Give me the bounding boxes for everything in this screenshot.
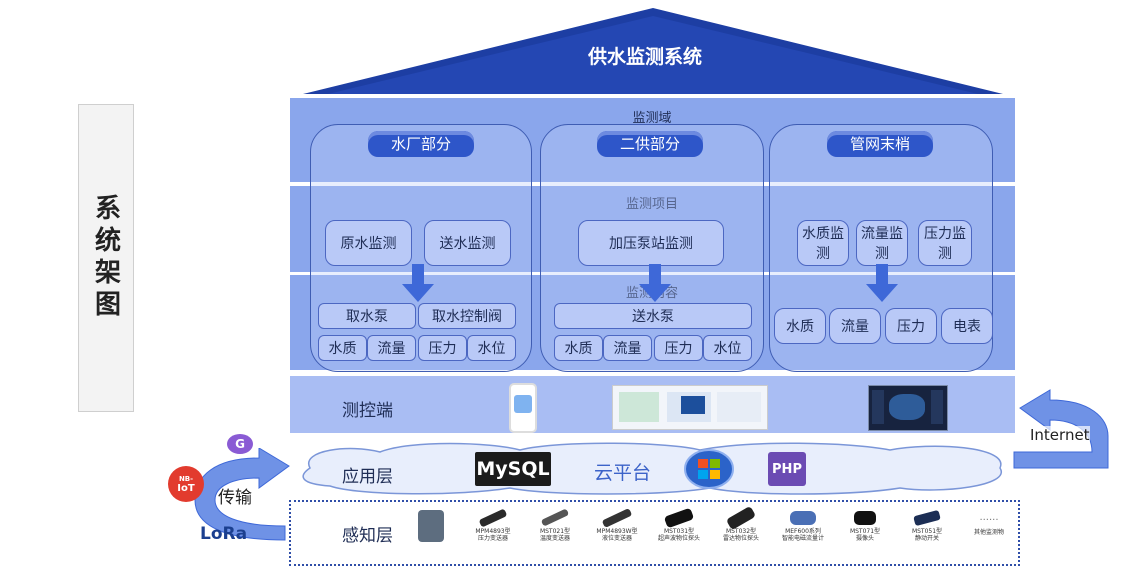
down-arrow-icon xyxy=(639,264,671,302)
big-screen-image xyxy=(868,385,948,431)
system-title: 供水监测系统 xyxy=(587,46,702,68)
content-supply-pump: 送水泵 xyxy=(554,303,752,329)
application-layer-label: 应用层 xyxy=(342,467,393,487)
content-flow: 流量 xyxy=(829,308,881,344)
device-item: MEF600系列 智能电磁流量计 xyxy=(772,506,834,558)
content-meter: 电表 xyxy=(941,308,993,344)
content-pressure: 压力 xyxy=(418,335,467,361)
transmit-arrow-icon xyxy=(194,448,290,541)
diagram-side-title: 系统架图 xyxy=(78,104,134,412)
cloud-platform-label: 云平台 xyxy=(594,462,652,484)
content-flow: 流量 xyxy=(603,335,652,361)
mysql-logo: MySQL xyxy=(475,452,551,486)
content-intake-valve: 取水控制阀 xyxy=(418,303,516,329)
gateway-device-image xyxy=(418,510,444,542)
lora-label: LoRa xyxy=(200,524,248,544)
content-flow: 流量 xyxy=(367,335,416,361)
label-domain: 监测域 xyxy=(632,111,672,126)
more-dots: ...... xyxy=(979,512,999,523)
cloud-shape xyxy=(302,442,1003,495)
content-pressure: 压力 xyxy=(654,335,703,361)
content-quality: 水质 xyxy=(774,308,826,344)
web-dashboard-image xyxy=(612,385,768,430)
column-title-network: 管网末梢 xyxy=(827,131,933,157)
column-title-secondary: 二供部分 xyxy=(597,131,703,157)
device-item: ...... 其他监测物 xyxy=(973,512,1004,536)
label-items: 监测项目 xyxy=(625,197,678,212)
nbiot-icon: NB- IoT xyxy=(168,466,204,502)
device-item: MPM4893W型 液位变送器 xyxy=(586,506,648,558)
device-item: MST031型 超声波物位探头 xyxy=(648,506,710,558)
cellular-g-icon: G xyxy=(227,434,253,454)
content-level: 水位 xyxy=(703,335,752,361)
device-item: MST051型 静动开关 xyxy=(896,506,958,558)
device-item: MST032型 雷达物位探头 xyxy=(710,505,772,558)
item-flow: 流量监测 xyxy=(856,220,908,266)
content-level: 水位 xyxy=(467,335,516,361)
item-pressure: 压力监测 xyxy=(918,220,972,266)
roof-shape xyxy=(303,8,1003,94)
content-pressure: 压力 xyxy=(885,308,937,344)
column-title-waterworks: 水厂部分 xyxy=(368,131,474,157)
side-title-text: 系统架图 xyxy=(90,194,121,322)
device-item: MST021型 温度变送器 xyxy=(524,506,586,558)
item-supply-water: 送水监测 xyxy=(424,220,511,266)
internet-arrow-icon xyxy=(1013,389,1109,469)
item-booster-station: 加压泵站监测 xyxy=(578,220,724,266)
internet-label: Internet xyxy=(1030,426,1090,444)
windows-logo-icon xyxy=(684,449,734,489)
transmit-label: 传输 xyxy=(218,488,252,508)
content-quality: 水质 xyxy=(554,335,603,361)
perception-layer-label: 感知层 xyxy=(342,526,393,546)
phone-app-image xyxy=(509,383,537,433)
control-layer-label: 测控端 xyxy=(342,401,393,421)
device-item: MPM4893型 压力变送器 xyxy=(462,506,524,558)
php-logo: PHP xyxy=(768,452,806,486)
content-intake-pump: 取水泵 xyxy=(318,303,416,329)
down-arrow-icon xyxy=(402,264,434,302)
content-quality: 水质 xyxy=(318,335,367,361)
device-list: MPM4893型 压力变送器 MST021型 温度变送器 MPM4893W型 液… xyxy=(462,505,1022,558)
item-raw-water: 原水监测 xyxy=(325,220,412,266)
item-quality: 水质监测 xyxy=(797,220,849,266)
down-arrow-icon xyxy=(866,264,898,302)
device-item: MST071型 摄像头 xyxy=(834,506,896,558)
perception-layer xyxy=(289,500,1020,566)
